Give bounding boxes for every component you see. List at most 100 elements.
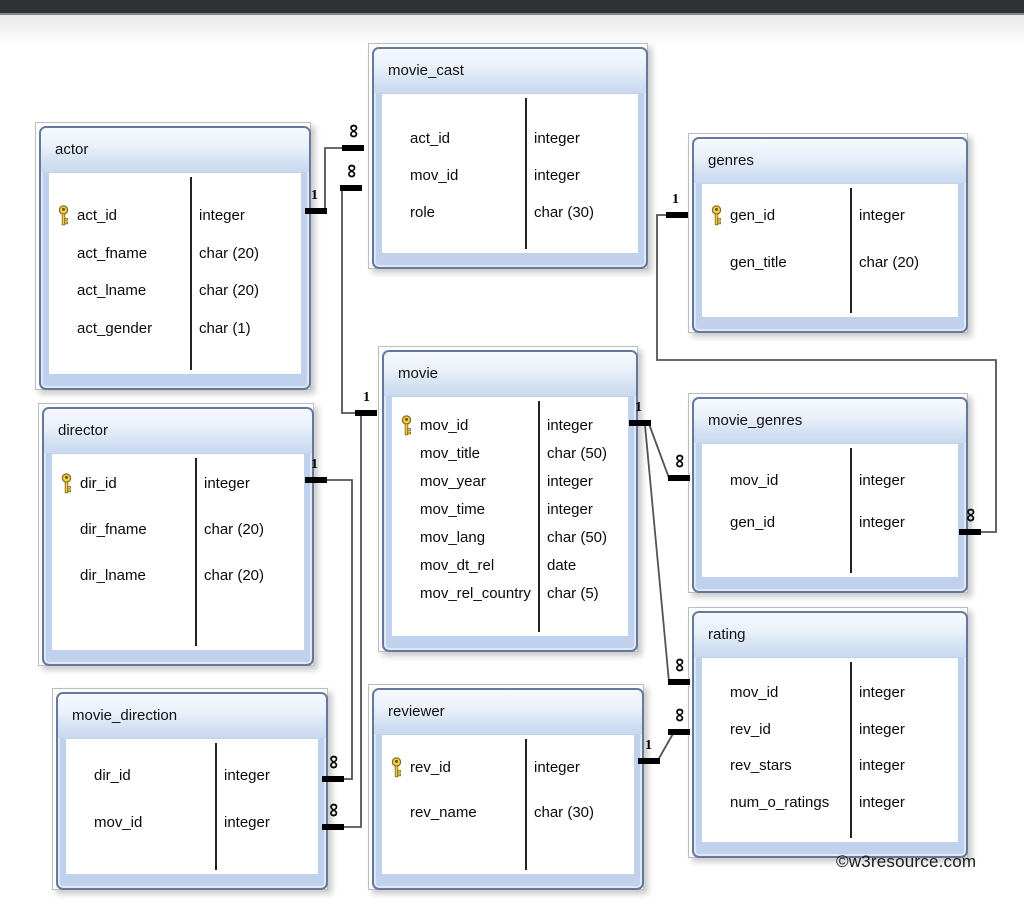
field-name: mov_id	[94, 814, 143, 831]
field-name: rev_name	[410, 804, 477, 821]
column-divider	[215, 743, 217, 870]
field-type: char (30)	[534, 204, 595, 221]
primary-key-icon	[710, 205, 723, 226]
entity-table-header: genres	[694, 139, 966, 183]
field-type: integer	[859, 514, 905, 531]
field-name: dir_fname	[80, 521, 147, 538]
entity-table-title: director	[58, 422, 109, 439]
field-name: act_lname	[77, 282, 147, 299]
field-row: num_o_ratings integer	[702, 791, 958, 815]
field-type: integer	[204, 475, 250, 492]
field-name: rev_stars	[730, 757, 792, 774]
entity-table-title: movie_genres	[708, 412, 803, 429]
cardinality-bar-movie_direction-many-a	[322, 776, 344, 782]
entity-table-header: movie_cast	[374, 49, 646, 93]
cardinality-bar-movie-one-right	[629, 420, 651, 426]
field-name: rev_id	[410, 759, 451, 776]
field-name: num_o_ratings	[730, 794, 830, 811]
field-type: integer	[534, 130, 580, 147]
column-divider	[850, 188, 852, 313]
cardinality-label-rating-many-b: ∞	[669, 707, 692, 723]
field-type: char (20)	[204, 521, 265, 538]
column-divider	[190, 177, 192, 370]
field-name: act_id	[77, 207, 118, 224]
field-type: integer	[859, 757, 905, 774]
relationship-line-movie-rating	[644, 424, 670, 683]
field-name: gen_id	[730, 207, 776, 224]
entity-table-title: genres	[708, 152, 754, 169]
field-name: mov_time	[420, 501, 486, 518]
entity-table-title: actor	[55, 141, 89, 158]
cardinality-label-reviewer-one: 1	[645, 738, 652, 753]
field-row: act_fname char (20)	[49, 242, 301, 266]
field-row: mov_id integer	[66, 811, 318, 835]
field-type: char (20)	[204, 567, 265, 584]
cardinality-label-rating-many-a: ∞	[669, 657, 692, 673]
field-name: act_fname	[77, 245, 148, 262]
cardinality-label-movie_cast-many-a: ∞	[343, 123, 366, 139]
primary-key-icon	[57, 205, 70, 226]
field-name: dir_lname	[80, 567, 146, 584]
column-divider	[850, 448, 852, 573]
column-divider	[195, 458, 197, 646]
column-divider	[538, 401, 540, 632]
field-name: dir_id	[94, 767, 131, 784]
field-row: dir_id integer	[66, 764, 318, 788]
top-bar-shadow	[0, 15, 1024, 47]
field-type: char (5)	[547, 585, 599, 602]
field-row: mov_time integer	[392, 498, 628, 522]
top-dark-bar	[0, 0, 1024, 15]
relationship-line-director-movie_direction	[326, 479, 353, 780]
entity-table-header: director	[44, 409, 312, 453]
field-type: integer	[547, 473, 593, 490]
cardinality-label-movie-one-right: 1	[635, 400, 642, 415]
cardinality-bar-rating-many-b	[668, 729, 690, 735]
relationship-line-movie-movie_direction	[343, 414, 362, 828]
field-type: integer	[224, 814, 270, 831]
entity-table-title: movie	[398, 365, 439, 382]
field-row: act_lname char (20)	[49, 279, 301, 303]
field-type: integer	[859, 794, 905, 811]
field-name: gen_id	[730, 514, 776, 531]
primary-key-icon	[400, 415, 413, 436]
cardinality-bar-movie_direction-many-b	[322, 824, 344, 830]
field-type: char (20)	[199, 282, 260, 299]
field-row: rev_stars integer	[702, 754, 958, 778]
entity-table-header: actor	[41, 128, 309, 172]
field-type: integer	[547, 501, 593, 518]
cardinality-bar-actor-one	[305, 208, 327, 214]
field-type: char (20)	[199, 245, 260, 262]
field-row: rev_id integer	[382, 756, 634, 780]
field-name: mov_title	[420, 445, 481, 462]
cardinality-bar-movie_genres-many-right	[959, 529, 981, 535]
field-row: dir_fname char (20)	[52, 518, 304, 542]
field-type: integer	[534, 759, 580, 776]
entity-table-header: movie	[384, 352, 636, 396]
field-type: integer	[224, 767, 270, 784]
cardinality-label-movie_genres-many-left: ∞	[669, 453, 692, 469]
cardinality-label-movie_cast-many-b: ∞	[341, 163, 364, 179]
field-name: mov_dt_rel	[420, 557, 495, 574]
